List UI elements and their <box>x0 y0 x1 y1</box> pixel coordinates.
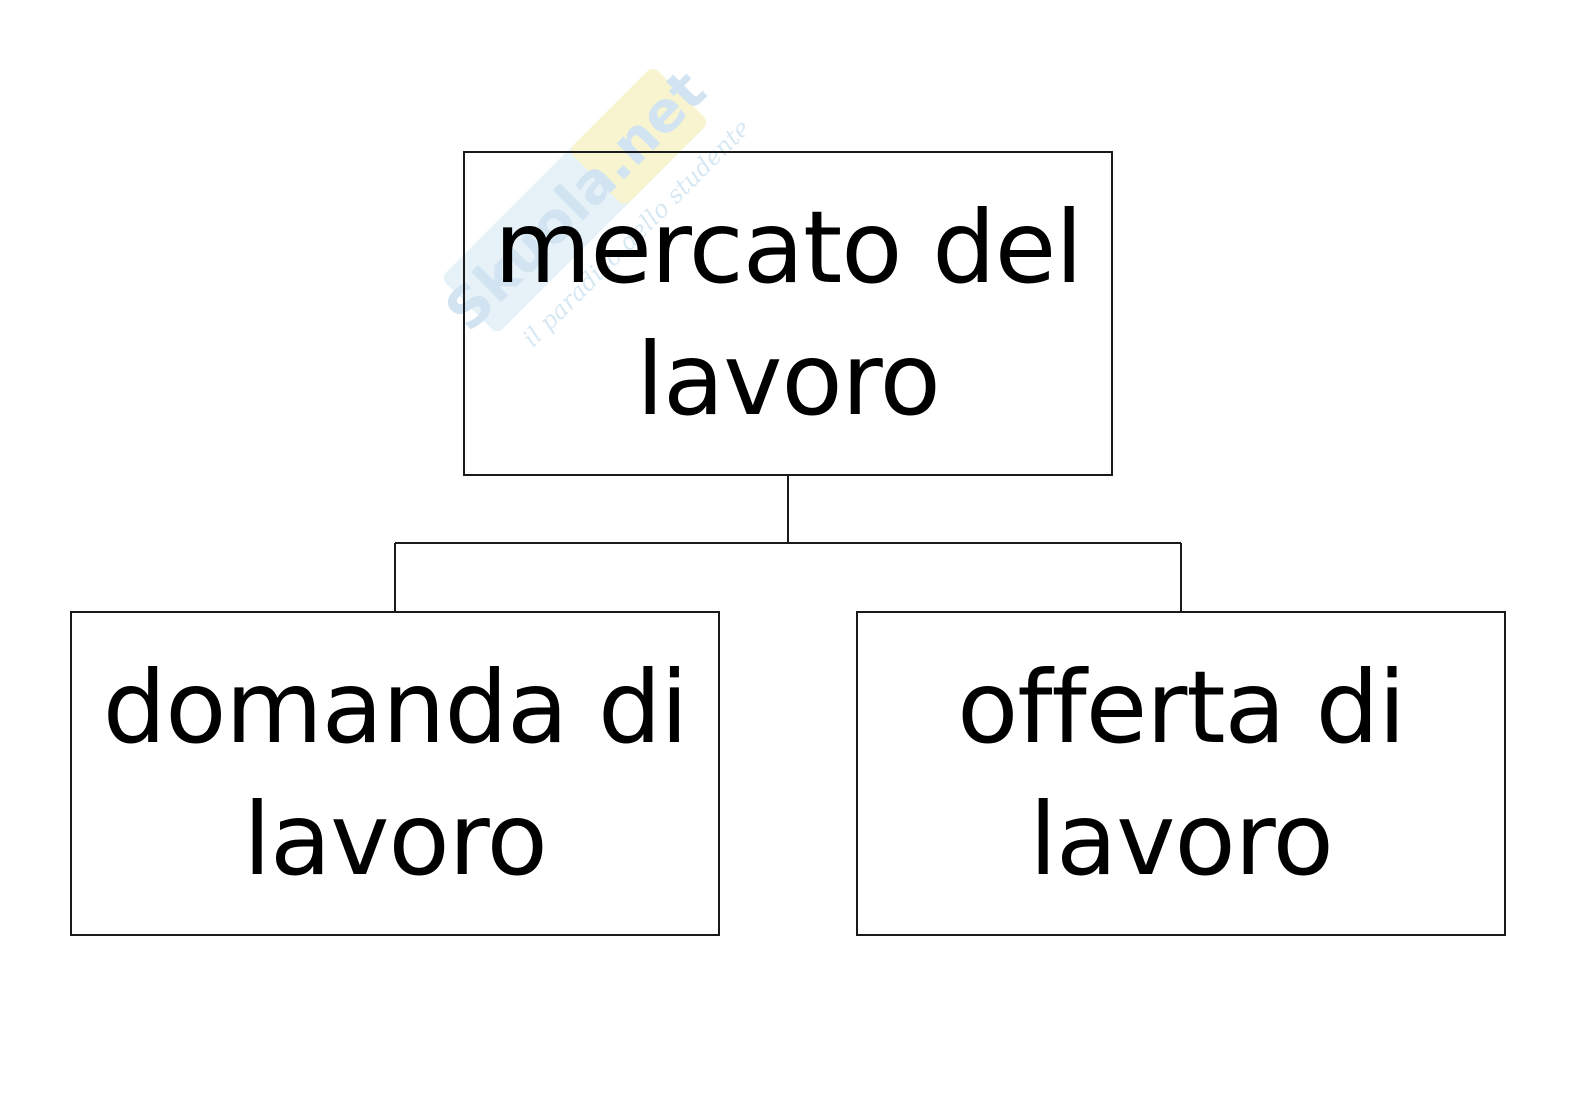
node-left-label: domanda di lavoro <box>102 648 689 898</box>
node-right-label: offerta di lavoro <box>957 648 1406 898</box>
node-root-label: mercato del lavoro <box>493 188 1083 438</box>
node-offerta-di-lavoro: offerta di lavoro <box>856 611 1506 936</box>
node-mercato-del-lavoro: mercato del lavoro <box>463 151 1113 476</box>
node-domanda-di-lavoro: domanda di lavoro <box>70 611 720 936</box>
